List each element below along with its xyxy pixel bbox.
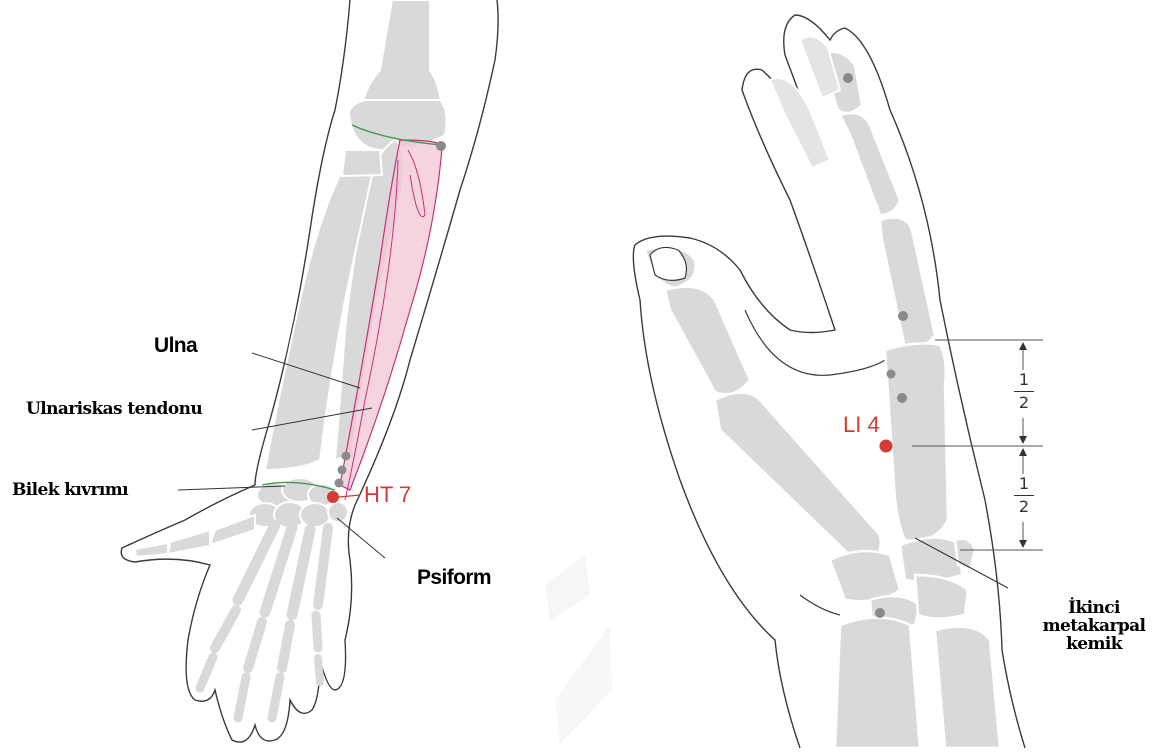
- lower-fraction-numerator: 1: [1012, 476, 1036, 492]
- metacarpal-label: İkinci metakarpal kemik: [1036, 600, 1152, 654]
- upper-fraction-bar: [1014, 391, 1034, 392]
- watermark-shape: [545, 555, 612, 745]
- ht7-point-leader: [339, 495, 360, 497]
- rear-finger-bones: [770, 36, 840, 168]
- metacarpal-label-line3: kemik: [1036, 636, 1152, 654]
- ulna-label: Ulna: [154, 335, 197, 357]
- thumb-bones-side: [645, 247, 881, 565]
- thumb-bones: [135, 515, 255, 557]
- wrist-fold-line: [800, 595, 840, 615]
- hand-forearm-bones: [835, 618, 1000, 749]
- finger-bones: [200, 525, 328, 718]
- index-finger-bones: [820, 52, 948, 541]
- upper-half-fraction: 1 2: [1012, 372, 1036, 411]
- ht7-point-dot: [327, 491, 339, 503]
- li4-point-label: LI 4: [843, 412, 880, 438]
- upper-fraction-numerator: 1: [1012, 372, 1036, 388]
- tendon-label: Ulnariskas tendonu: [26, 401, 202, 419]
- lower-fraction-denominator: 2: [1012, 499, 1036, 515]
- upper-fraction-denominator: 2: [1012, 395, 1036, 411]
- radius-head: [342, 150, 382, 176]
- palm-fold-line: [745, 310, 885, 375]
- ht7-point-label: HT 7: [364, 482, 411, 508]
- pisiform-label: Psiform: [417, 567, 491, 589]
- carpal-bones: [249, 478, 348, 528]
- li4-point-dot: [880, 440, 893, 453]
- wrist-crease-label: Bilek kıvrımı: [12, 482, 128, 500]
- metacarpal-label-line2: metakarpal: [1036, 618, 1152, 636]
- forearm-figure: [121, 0, 498, 742]
- hand-figure: [633, 15, 1043, 748]
- lower-half-fraction: 1 2: [1012, 476, 1036, 515]
- lower-fraction-bar: [1014, 495, 1034, 496]
